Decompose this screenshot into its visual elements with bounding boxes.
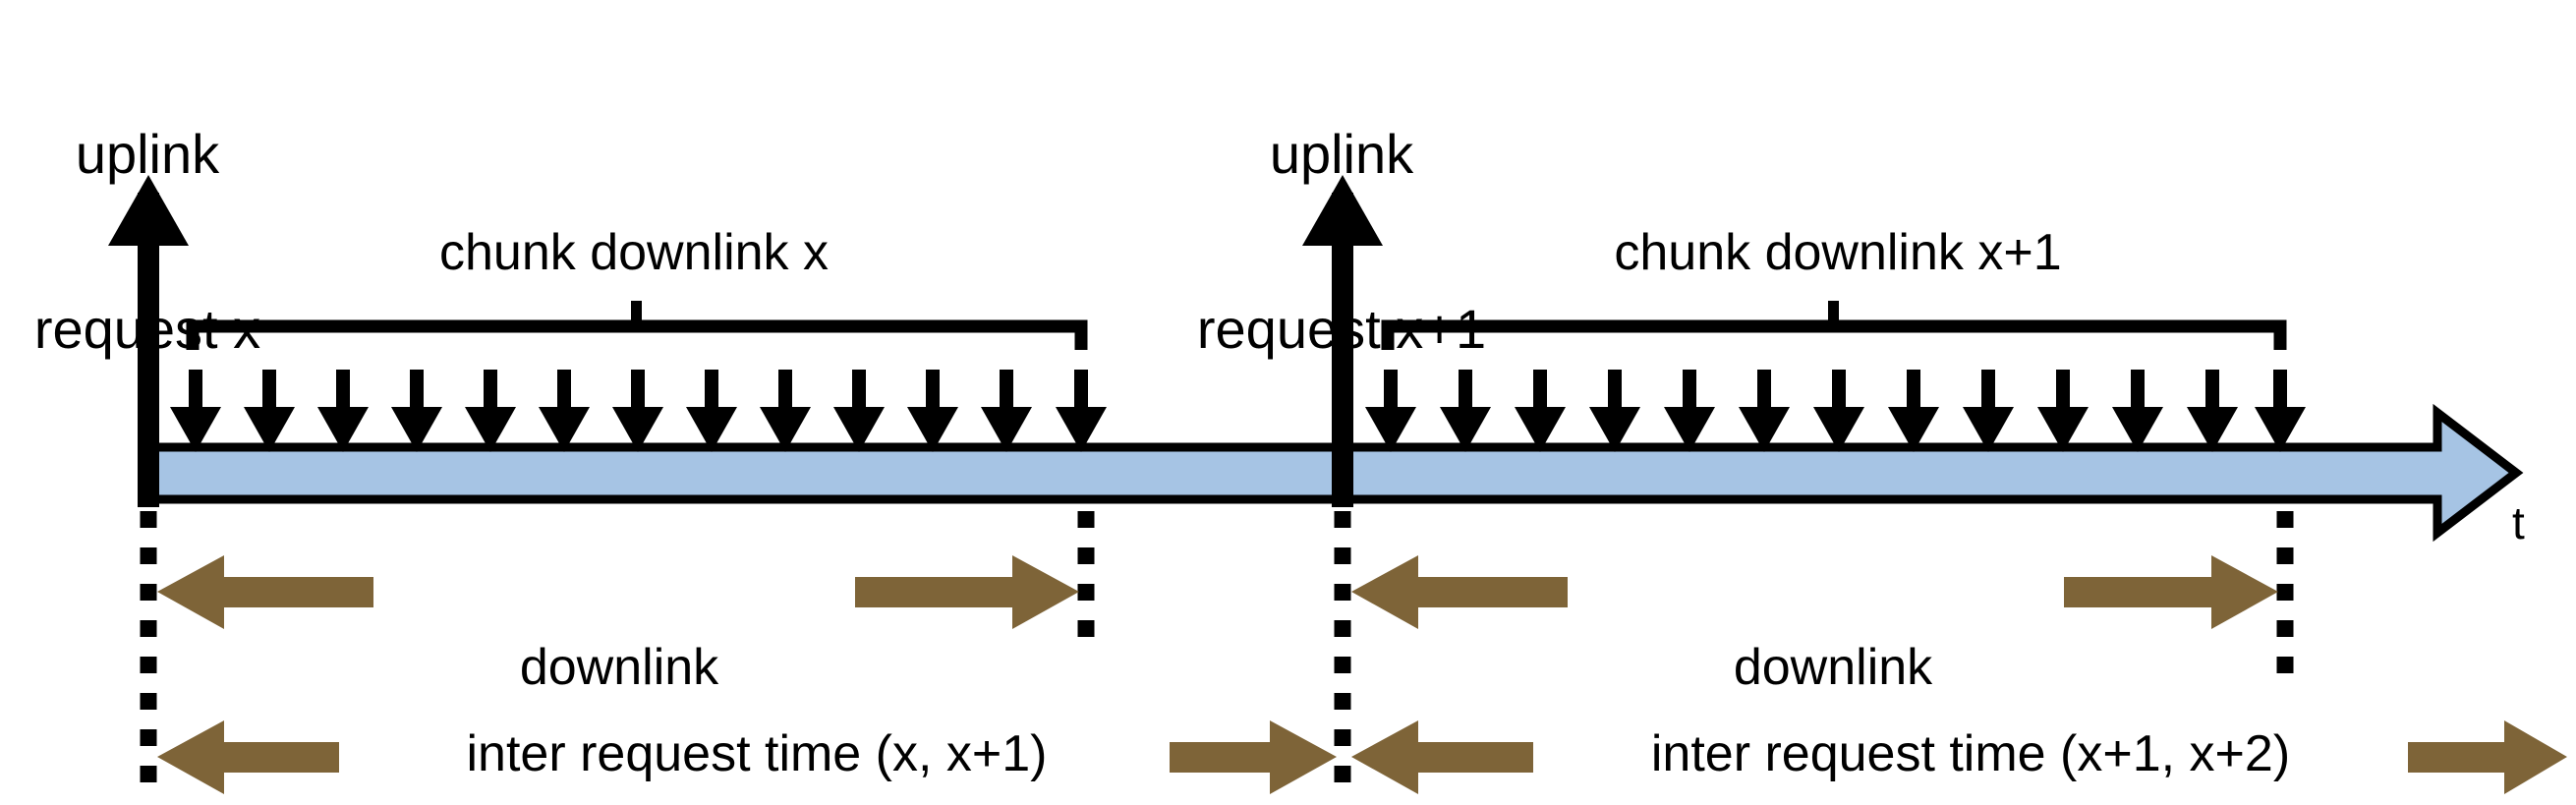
chunk-arrow [1813,370,1864,452]
chunk-arrow [612,370,663,452]
chunk-arrow [760,370,811,452]
inter-request-measure-1 [157,720,1337,794]
measure-arrow-left [157,720,339,794]
chunk-arrow [1440,370,1491,452]
chunk-downlink-label-1: chunk downlink x [439,224,829,281]
uplink-request-label-2-line2: request x+1 [1196,297,1487,360]
chunk-arrow [244,370,295,452]
chunk-downlink-brace-1 [186,301,1088,350]
uplink-request-label-1-line2: request x [33,297,261,360]
uplink-request-label-1: uplink request x [0,8,295,475]
downlink-duration-label-1-line1: downlink [519,639,719,697]
chunk-arrow [1365,370,1416,452]
chunk-arrow [2037,370,2089,452]
measure-arrow-left [157,555,373,629]
chunk-arrow [1515,370,1566,452]
inter-request-time-label-1: inter request time (x, x+1) [466,725,1048,782]
chunk-downlink-brace-2 [1381,301,2287,350]
chunk-arrow [1589,370,1640,452]
downlink-duration-label-2-line1: downlink [1733,639,1933,697]
chunk-arrow [317,370,369,452]
measure-arrow-right [1170,720,1337,794]
chunk-arrow [2112,370,2163,452]
chunk-arrow [1963,370,2014,452]
chunk-downlink-label-2: chunk downlink x+1 [1614,224,2062,281]
inter-request-time-label-2: inter request time (x+1, x+2) [1650,725,2291,782]
chunk-arrow [686,370,737,452]
chunk-arrow [1739,370,1790,452]
downlink-duration-label-2: downlink duration x+1 [1597,533,2069,805]
uplink-request-arrow-2 [1302,175,1383,507]
uplink-request-label-2: uplink request x+1 [1174,8,1509,475]
downlink-duration-measure-1 [157,555,1079,629]
chunk-arrow [1056,370,1107,452]
downlink-duration-label-1: downlink duration x [393,533,845,805]
time-axis-label: t [2512,497,2525,548]
chunk-arrow [2187,370,2238,452]
chunk-arrow [1664,370,1715,452]
chunk-arrow [539,370,590,452]
chunk-arrow [981,370,1032,452]
measure-arrow-left [1351,555,1568,629]
uplink-request-arrow-1 [108,175,189,507]
chunk-arrows-group-1 [170,370,1107,452]
measure-arrow-right [2408,720,2567,794]
inter-request-measure-2 [1351,720,2567,794]
chunk-arrow [833,370,885,452]
uplink-request-label-1-line1: uplink [75,122,220,185]
chunk-arrow [391,370,442,452]
chunk-arrow [1888,370,1939,452]
measure-arrow-left [1351,720,1533,794]
chunk-arrow [170,370,221,452]
uplink-request-label-2-line1: uplink [1269,122,1414,185]
chunk-arrow [907,370,958,452]
downlink-duration-measure-2 [1351,555,2278,629]
timeline-axis-arrow [141,403,2524,543]
chunk-arrows-group-2 [1365,370,2306,452]
chunk-arrow [465,370,516,452]
measure-arrow-right [855,555,1079,629]
chunk-arrow [2255,370,2306,452]
measure-arrow-right [2064,555,2278,629]
